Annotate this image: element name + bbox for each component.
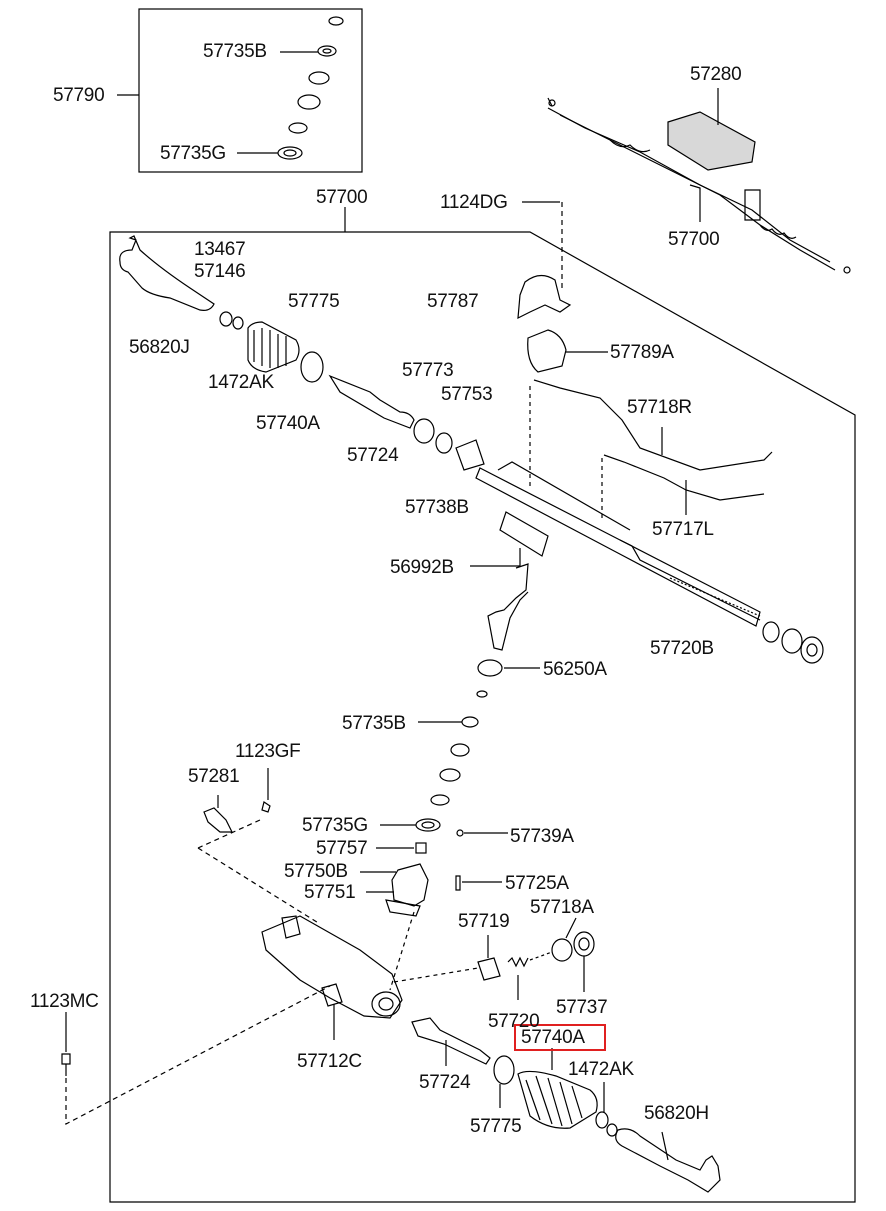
bracket-281 (197, 768, 321, 925)
label-kit-seal-b: 57735B (203, 41, 267, 62)
label-tube-l: 57717L (652, 519, 714, 540)
label-kit-seal-g: 57735G (160, 143, 226, 164)
label-tie-rod-end-r: 56820H (644, 1103, 709, 1124)
label-part-57146: 57146 (194, 261, 246, 282)
label-seal-738: 57738B (405, 497, 469, 518)
label-boot-r: 57740A (521, 1027, 585, 1048)
mounting-bolt-mc (61, 985, 331, 1125)
label-nameplate: 56992B (390, 557, 454, 578)
label-nut-l: 1472AK (208, 372, 274, 393)
seal-kit-box (117, 8, 363, 173)
label-main-assembly: 57700 (316, 187, 368, 208)
label-ring-773: 57773 (402, 360, 454, 381)
label-housing: 57712C (297, 1051, 362, 1072)
highlight-box (514, 1024, 606, 1051)
label-valve-750: 57750B (284, 861, 348, 882)
label-tube-r: 57718R (627, 397, 692, 418)
label-yoke-719: 57719 (458, 911, 510, 932)
label-clip-r: 57775 (470, 1116, 522, 1137)
label-bushing-753: 57753 (441, 384, 493, 405)
label-tie-rod-end-l: 56820J (129, 337, 190, 358)
label-bolt-dg: 1124DG (440, 192, 508, 213)
label-bracket: 57787 (427, 291, 479, 312)
assembly-thumbnail (547, 88, 851, 274)
gear-housing (261, 915, 479, 1040)
label-bracket-281: 57281 (188, 766, 240, 787)
label-part-13467: 13467 (194, 239, 246, 260)
rack-housing (475, 461, 824, 664)
label-kit: 57790 (53, 85, 105, 106)
left-tie-rod-parts (119, 235, 485, 471)
label-bolt-725: 57725A (505, 873, 569, 894)
label-seal-b-mid: 57735B (342, 713, 406, 734)
label-assembly-top: 57280 (690, 64, 742, 85)
label-assembly-top-sub: 57700 (668, 229, 720, 250)
label-bushing: 57789A (610, 342, 674, 363)
label-part-739: 57739A (510, 826, 574, 847)
hydraulic-tubes (529, 379, 773, 520)
valve-body (360, 863, 502, 991)
yoke-assembly (477, 917, 595, 1000)
label-bolt-mc: 1123MC (30, 991, 99, 1012)
label-seal-718a: 57718A (530, 897, 594, 918)
label-part-757: 57757 (316, 838, 368, 859)
label-boot-l: 57740A (256, 413, 320, 434)
main-assembly-frame (109, 201, 856, 1203)
label-rack: 57720B (650, 638, 714, 659)
label-clip-l: 57775 (288, 291, 340, 312)
label-seal-g-mid: 57735G (302, 815, 368, 836)
label-spring-720: 57720 (488, 1011, 540, 1032)
label-bolt-gf: 1123GF (235, 741, 301, 762)
label-inner-rod-l: 57724 (347, 445, 399, 466)
label-seal-pinion: 56250A (543, 659, 607, 680)
label-valve-751: 57751 (304, 882, 356, 903)
mid-seal-stack (376, 690, 508, 854)
label-nut-r: 1472AK (568, 1059, 634, 1080)
bracket-bushing (517, 274, 608, 373)
label-inner-rod-r: 57724 (419, 1072, 471, 1093)
label-plug-737: 57737 (556, 997, 608, 1018)
nameplate-pinion (470, 511, 549, 677)
right-tie-rod-parts (411, 1017, 721, 1193)
